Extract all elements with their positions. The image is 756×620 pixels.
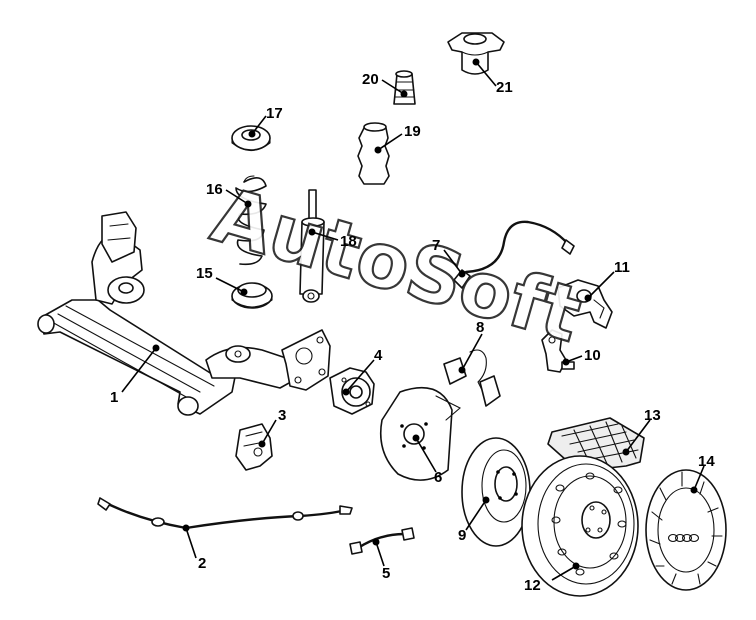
callout-19: 19 <box>404 123 421 140</box>
callout-14: 14 <box>698 453 715 470</box>
part-20-bump-stop <box>393 70 416 105</box>
part-17-spring-seat <box>231 125 271 152</box>
callout-18: 18 <box>340 233 357 250</box>
callout-4: 4 <box>374 347 383 364</box>
part-6-backing-plate <box>379 386 461 481</box>
part-18-shock-absorber <box>299 189 325 303</box>
callout-10: 10 <box>584 347 601 364</box>
part-15-lower-seat <box>231 282 273 309</box>
part-3-mount-bracket <box>235 423 273 471</box>
leader-lines <box>121 58 705 581</box>
part-4-hub-bearing <box>329 367 375 415</box>
callout-7: 7 <box>432 237 440 254</box>
part-16-coil-spring <box>235 175 267 266</box>
callout-9: 9 <box>458 527 466 544</box>
callout-5: 5 <box>382 565 390 582</box>
part-5-short-cable <box>349 527 415 555</box>
callout-11: 11 <box>614 259 630 276</box>
part-21-strut-mount <box>447 32 505 75</box>
callout-21: 21 <box>496 79 513 96</box>
part-14-hub-cap <box>645 469 727 591</box>
callout-16: 16 <box>206 181 223 198</box>
callout-8: 8 <box>476 319 484 336</box>
part-1-rear-axle <box>37 211 331 416</box>
watermark-text: AutoSoft <box>203 170 591 360</box>
callout-20: 20 <box>362 71 379 88</box>
svg-text:AutoSoft: AutoSoft <box>203 170 591 360</box>
callout-1: 1 <box>110 389 118 406</box>
callout-12: 12 <box>524 577 541 594</box>
part-12-wheel-rim <box>521 455 639 597</box>
callout-13: 13 <box>644 407 661 424</box>
callout-2: 2 <box>198 555 206 572</box>
part-2-brake-cable <box>97 497 353 530</box>
callout-15: 15 <box>196 265 213 282</box>
brand-logo-rings <box>667 533 700 543</box>
watermark: AutoSoft <box>202 169 592 361</box>
part-11-brake-caliper <box>557 279 613 329</box>
part-8-speed-sensor <box>443 349 501 407</box>
callout-6: 6 <box>434 469 442 486</box>
callout-3: 3 <box>278 407 286 424</box>
callout-17: 17 <box>266 105 283 122</box>
part-9-brake-disc <box>461 437 531 547</box>
part-19-dust-boot <box>357 122 390 185</box>
callout-labels: 1 2 3 4 5 6 7 8 9 10 11 12 13 14 15 16 1… <box>110 71 715 594</box>
